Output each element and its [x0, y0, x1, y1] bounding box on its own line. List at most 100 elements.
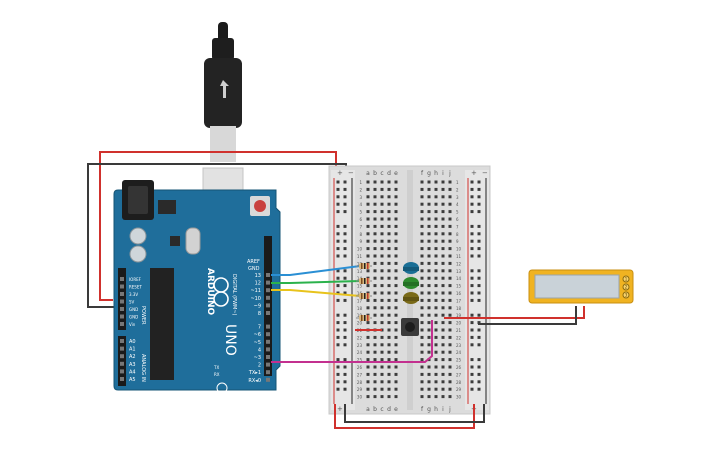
breadboard-hole[interactable] — [434, 395, 438, 399]
breadboard-hole[interactable] — [434, 350, 438, 354]
breadboard-hole[interactable] — [394, 321, 398, 325]
breadboard-hole[interactable] — [366, 395, 370, 399]
breadboard-hole[interactable] — [366, 380, 370, 384]
breadboard-hole[interactable] — [441, 291, 445, 295]
breadboard-hole[interactable] — [448, 210, 452, 214]
rail-hole[interactable] — [336, 247, 340, 251]
breadboard-hole[interactable] — [387, 298, 391, 302]
breadboard-hole[interactable] — [420, 365, 424, 369]
breadboard-hole[interactable] — [380, 224, 384, 228]
breadboard-hole[interactable] — [394, 313, 398, 317]
breadboard-hole[interactable] — [373, 224, 377, 228]
breadboard-hole[interactable] — [420, 321, 424, 325]
breadboard-hole[interactable] — [373, 395, 377, 399]
rail-hole[interactable] — [336, 380, 340, 384]
rail-hole[interactable] — [343, 232, 347, 236]
breadboard-hole[interactable] — [427, 306, 431, 310]
breadboard-hole[interactable] — [373, 313, 377, 317]
breadboard-hole[interactable] — [434, 335, 438, 339]
breadboard-hole[interactable] — [380, 269, 384, 273]
breadboard-hole[interactable] — [394, 261, 398, 265]
breadboard-hole[interactable] — [427, 350, 431, 354]
breadboard-hole[interactable] — [373, 254, 377, 258]
breadboard-hole[interactable] — [394, 254, 398, 258]
rail-hole[interactable] — [343, 210, 347, 214]
rail-hole[interactable] — [470, 321, 474, 325]
wire-5v-red[interactable] — [99, 151, 337, 301]
breadboard-hole[interactable] — [427, 180, 431, 184]
arduino-uno-board[interactable]: ARDUINO UNO DIGITAL (PWM~) POWER ANALOG … — [113, 180, 281, 394]
rail-hole[interactable] — [477, 269, 481, 273]
breadboard-hole[interactable] — [394, 180, 398, 184]
breadboard-hole[interactable] — [387, 239, 391, 243]
breadboard-hole[interactable] — [373, 380, 377, 384]
rail-hole[interactable] — [477, 180, 481, 184]
breadboard-hole[interactable] — [394, 276, 398, 280]
digital-pin-socket[interactable] — [266, 362, 270, 367]
rail-hole[interactable] — [336, 343, 340, 347]
rail-hole[interactable] — [477, 365, 481, 369]
rail-hole[interactable] — [470, 224, 474, 228]
breadboard-hole[interactable] — [441, 395, 445, 399]
breadboard-hole[interactable] — [434, 380, 438, 384]
breadboard-hole[interactable] — [366, 224, 370, 228]
breadboard-hole[interactable] — [434, 239, 438, 243]
analog-pin-socket[interactable] — [120, 361, 124, 366]
breadboard-hole[interactable] — [394, 284, 398, 288]
breadboard-hole[interactable] — [441, 239, 445, 243]
breadboard-hole[interactable] — [394, 350, 398, 354]
rail-hole[interactable] — [343, 321, 347, 325]
lcd-pin[interactable] — [622, 275, 630, 283]
rail-hole[interactable] — [343, 298, 347, 302]
rail-hole[interactable] — [336, 387, 340, 391]
breadboard-hole[interactable] — [380, 195, 384, 199]
breadboard-hole[interactable] — [441, 358, 445, 362]
breadboard-hole[interactable] — [448, 261, 452, 265]
breadboard-hole[interactable] — [387, 343, 391, 347]
breadboard-hole[interactable] — [448, 269, 452, 273]
breadboard-hole[interactable] — [394, 239, 398, 243]
pushbutton-cap[interactable] — [405, 322, 415, 332]
breadboard-hole[interactable] — [366, 350, 370, 354]
breadboard-hole[interactable] — [394, 372, 398, 376]
breadboard-hole[interactable] — [427, 232, 431, 236]
breadboard-hole[interactable] — [366, 335, 370, 339]
breadboard-hole[interactable] — [380, 380, 384, 384]
rail-hole[interactable] — [343, 291, 347, 295]
breadboard-hole[interactable] — [420, 269, 424, 273]
breadboard-hole[interactable] — [387, 306, 391, 310]
breadboard-hole[interactable] — [373, 217, 377, 221]
rail-hole[interactable] — [336, 224, 340, 228]
breadboard-hole[interactable] — [441, 217, 445, 221]
rail-hole[interactable] — [336, 276, 340, 280]
breadboard-hole[interactable] — [394, 306, 398, 310]
breadboard-hole[interactable] — [366, 254, 370, 258]
breadboard-hole[interactable] — [434, 210, 438, 214]
breadboard-hole[interactable] — [387, 180, 391, 184]
digital-pin-socket[interactable] — [266, 273, 270, 277]
breadboard-hole[interactable] — [373, 276, 377, 280]
breadboard-hole[interactable] — [434, 343, 438, 347]
breadboard-hole[interactable] — [387, 313, 391, 317]
breadboard-hole[interactable] — [441, 269, 445, 273]
breadboard-hole[interactable] — [420, 276, 424, 280]
rail-hole[interactable] — [477, 335, 481, 339]
breadboard-hole[interactable] — [448, 224, 452, 228]
rail-hole[interactable] — [336, 291, 340, 295]
digital-pin-socket[interactable] — [266, 303, 270, 308]
breadboard-hole[interactable] — [420, 202, 424, 206]
breadboard-hole[interactable] — [366, 358, 370, 362]
lcd-pin[interactable] — [622, 291, 630, 299]
breadboard-hole[interactable] — [387, 380, 391, 384]
breadboard-hole[interactable] — [366, 387, 370, 391]
power-pin-socket[interactable] — [120, 322, 124, 326]
breadboard-hole[interactable] — [420, 291, 424, 295]
breadboard-hole[interactable] — [420, 261, 424, 265]
rail-hole[interactable] — [477, 284, 481, 288]
breadboard-hole[interactable] — [373, 269, 377, 273]
rail-hole[interactable] — [470, 210, 474, 214]
rail-hole[interactable] — [470, 343, 474, 347]
analog-pin-socket[interactable] — [120, 369, 124, 374]
